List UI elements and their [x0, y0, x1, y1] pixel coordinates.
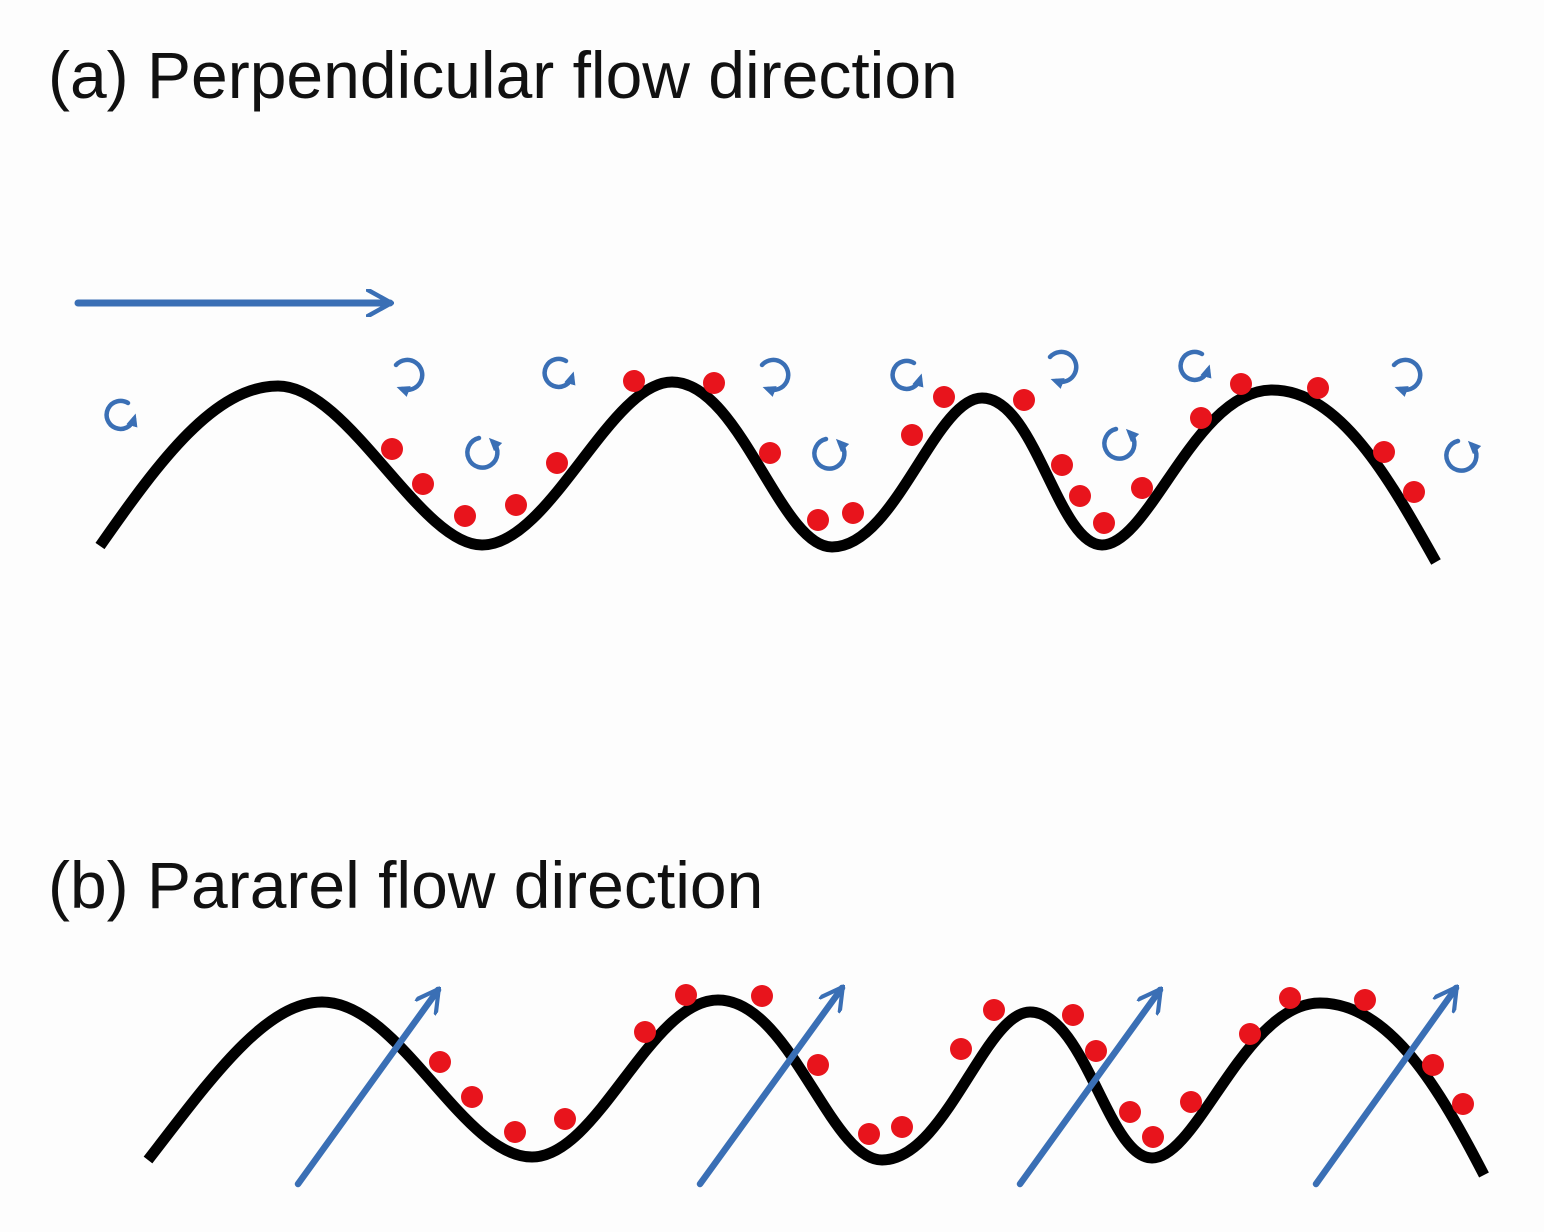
particle-dot	[891, 1116, 913, 1138]
vortex-icon	[890, 358, 924, 392]
particle-dot	[807, 1054, 829, 1076]
particle-dot	[1403, 481, 1425, 503]
particle-dot	[429, 1051, 451, 1073]
particle-dot	[505, 494, 527, 516]
flow-arrow-icon	[696, 988, 842, 1188]
vortex-icon	[759, 357, 791, 397]
particle-dot	[1093, 512, 1115, 534]
flow-arrow-icon	[294, 990, 438, 1188]
particle-dot	[983, 999, 1005, 1021]
particle-dot	[1119, 1101, 1141, 1123]
particle-dot	[933, 386, 955, 408]
particle-dot	[1085, 1040, 1107, 1062]
vortex-icon	[812, 436, 850, 471]
particle-dot	[751, 985, 773, 1007]
particle-dot	[1422, 1054, 1444, 1076]
particle-dot	[1230, 373, 1252, 395]
panel-a-title: (a) Perpendicular flow direction	[48, 38, 958, 112]
flow-arrow-icon	[1016, 990, 1160, 1188]
particle-dot	[1142, 1126, 1164, 1148]
particle-dot	[1062, 1004, 1084, 1026]
vortex-icon	[1102, 426, 1140, 461]
particle-dot	[546, 452, 568, 474]
particle-dot	[759, 442, 781, 464]
vortex-icon	[1178, 349, 1212, 383]
particle-dot	[554, 1108, 576, 1130]
panel-a	[74, 303, 1482, 565]
panel-b-title: (b) Pararel flow direction	[48, 848, 764, 922]
particle-dot	[461, 1086, 483, 1108]
particle-dot	[1013, 389, 1035, 411]
particle-dot	[1069, 485, 1091, 507]
vortex-icon	[104, 398, 138, 432]
particle-dot	[634, 1021, 656, 1043]
particle-dot	[623, 370, 645, 392]
particle-dot	[1354, 989, 1376, 1011]
vortex-icon	[1391, 357, 1423, 397]
vortex-icon	[1047, 349, 1079, 389]
particle-dot	[703, 372, 725, 394]
particle-dot	[1307, 377, 1329, 399]
particle-dot	[901, 424, 923, 446]
flow-arrows-b	[294, 988, 1460, 1188]
vortex-icon	[393, 357, 425, 397]
particle-dot	[1373, 441, 1395, 463]
particle-dot	[1452, 1093, 1474, 1115]
particle-dot	[1279, 987, 1301, 1009]
particles-b	[429, 984, 1474, 1148]
particle-dot	[950, 1038, 972, 1060]
particle-dot	[807, 509, 829, 531]
particle-dot	[381, 438, 403, 460]
particle-dot	[1131, 477, 1153, 499]
particle-dot	[1239, 1023, 1261, 1045]
particle-dot	[842, 502, 864, 524]
particle-dot	[1190, 407, 1212, 429]
vortex-icon	[1444, 438, 1482, 473]
particle-dot	[1051, 454, 1073, 476]
particle-dot	[858, 1123, 880, 1145]
particle-dot	[454, 505, 476, 527]
wavy-surface-a	[95, 376, 1441, 565]
panel-b	[143, 984, 1489, 1188]
particle-dot	[412, 473, 434, 495]
particle-dot	[504, 1121, 526, 1143]
flow-arrow-icon	[1312, 988, 1460, 1188]
vortex-icon	[465, 435, 503, 470]
particle-dot	[675, 984, 697, 1006]
vortex-icons-a	[104, 349, 1482, 473]
particles-a	[381, 370, 1425, 534]
vortex-icon	[542, 356, 576, 390]
particle-dot	[1180, 1091, 1202, 1113]
